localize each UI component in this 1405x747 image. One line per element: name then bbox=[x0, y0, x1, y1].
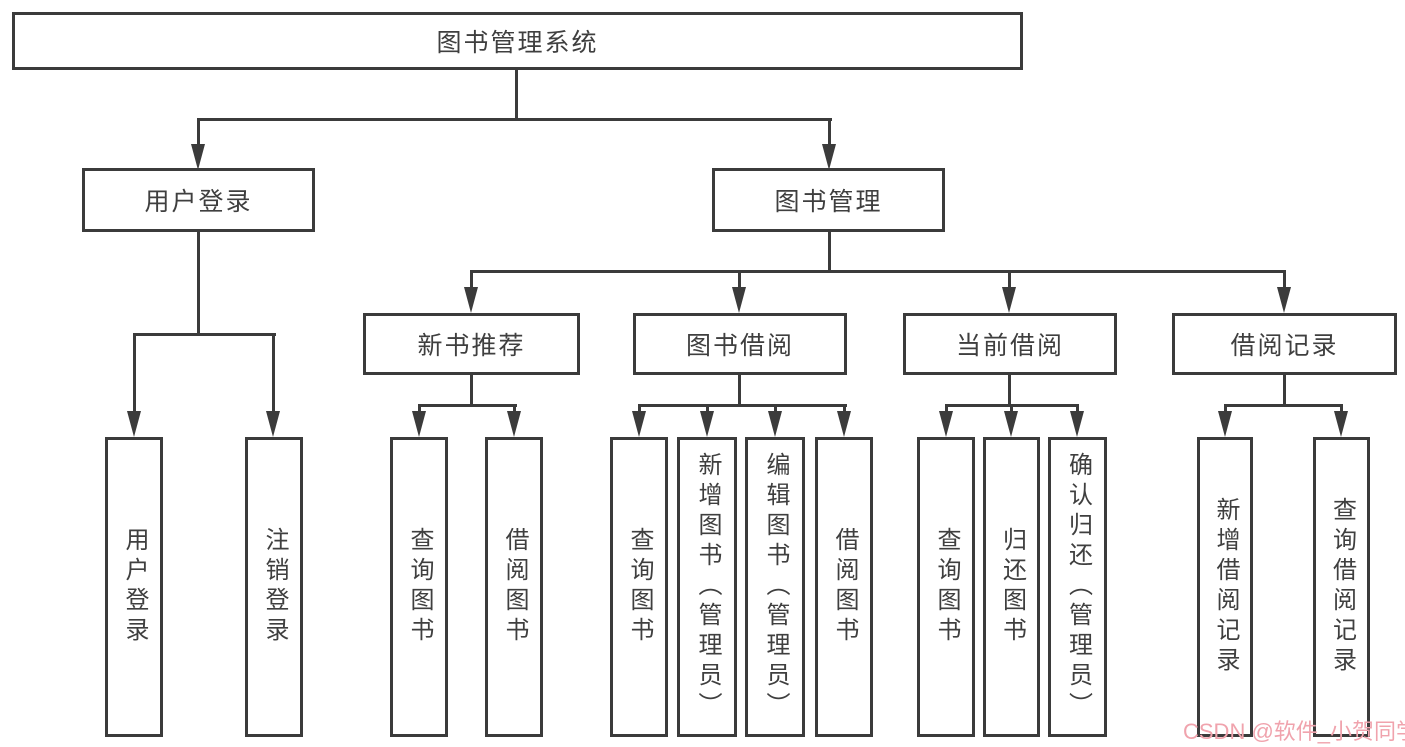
connector-line bbox=[1224, 404, 1343, 407]
leaf-return-books: 归还图书 bbox=[983, 437, 1040, 737]
leaf-query-books-current: 查询图书 bbox=[917, 437, 975, 737]
connector-line bbox=[272, 333, 275, 413]
arrow-down-icon bbox=[412, 411, 426, 437]
arrow-down-icon bbox=[1070, 411, 1084, 437]
connector-line bbox=[638, 404, 847, 407]
connector-line bbox=[133, 333, 276, 336]
arrow-down-icon bbox=[191, 144, 205, 170]
arrow-down-icon bbox=[1002, 287, 1016, 313]
connector-line bbox=[197, 118, 200, 148]
arrow-down-icon bbox=[1277, 287, 1291, 313]
leaf-query-books-borrowing-label: 查询图书 bbox=[626, 527, 653, 647]
connector-line bbox=[706, 404, 709, 416]
connector-line bbox=[197, 118, 832, 121]
leaf-edit-books-admin: 编辑图书（管理员） bbox=[745, 437, 805, 737]
leaf-query-books-current-label: 查询图书 bbox=[933, 527, 960, 647]
leaf-borrow-books-recommend: 借阅图书 bbox=[485, 437, 543, 737]
arrow-down-icon bbox=[837, 411, 851, 437]
connector-line bbox=[470, 270, 473, 292]
leaf-logout-label: 注销登录 bbox=[261, 527, 288, 647]
leaf-confirm-return-admin: 确认归还（管理员） bbox=[1048, 437, 1107, 737]
connector-line bbox=[513, 404, 516, 416]
connector-line bbox=[1340, 404, 1343, 416]
node-borrowing-records: 借阅记录 bbox=[1172, 313, 1397, 375]
arrow-down-icon bbox=[939, 411, 953, 437]
leaf-logout: 注销登录 bbox=[245, 437, 303, 737]
connector-line bbox=[515, 70, 518, 121]
connector-line bbox=[1008, 270, 1011, 292]
connector-line bbox=[1008, 375, 1011, 407]
node-new-book-recommend: 新书推荐 bbox=[363, 313, 580, 375]
arrow-down-icon bbox=[822, 144, 836, 170]
arrow-down-icon bbox=[632, 411, 646, 437]
connector-line bbox=[133, 333, 136, 413]
connector-line bbox=[828, 118, 831, 148]
leaf-add-books-admin-label: 新增图书（管理员） bbox=[694, 452, 721, 722]
node-book-management-label: 图书管理 bbox=[774, 188, 883, 216]
arrow-down-icon bbox=[507, 411, 521, 437]
node-new-book-recommend-label: 新书推荐 bbox=[417, 332, 526, 360]
connector-line bbox=[945, 404, 948, 416]
connector-line bbox=[418, 404, 517, 407]
leaf-query-books-recommend-label: 查询图书 bbox=[406, 527, 433, 647]
leaf-add-books-admin: 新增图书（管理员） bbox=[677, 437, 737, 737]
connector-line bbox=[470, 270, 1286, 273]
node-root-label: 图书管理系统 bbox=[436, 29, 599, 57]
leaf-add-borrow-record-label: 新增借阅记录 bbox=[1212, 497, 1239, 677]
connector-line bbox=[1224, 404, 1227, 416]
leaf-edit-books-admin-label: 编辑图书（管理员） bbox=[762, 452, 789, 722]
connector-line bbox=[1010, 404, 1013, 416]
connector-line bbox=[738, 375, 741, 407]
node-book-borrowing-label: 图书借阅 bbox=[685, 332, 794, 360]
connector-line bbox=[418, 404, 421, 416]
arrow-down-icon bbox=[700, 411, 714, 437]
watermark: CSDN @软件_小贺同学 bbox=[1183, 719, 1405, 744]
node-current-borrowing-label: 当前借阅 bbox=[955, 332, 1064, 360]
connector-line bbox=[843, 404, 846, 416]
leaf-return-books-label: 归还图书 bbox=[998, 527, 1026, 647]
arrow-down-icon bbox=[1334, 411, 1348, 437]
arrow-down-icon bbox=[768, 411, 782, 437]
node-borrowing-records-label: 借阅记录 bbox=[1230, 332, 1339, 360]
connector-line bbox=[774, 404, 777, 416]
leaf-user-login: 用户登录 bbox=[105, 437, 163, 737]
node-user-login-label: 用户登录 bbox=[144, 188, 253, 216]
leaf-query-borrow-record-label: 查询借阅记录 bbox=[1328, 497, 1356, 677]
arrow-down-icon bbox=[464, 287, 478, 313]
arrow-down-icon bbox=[1004, 411, 1018, 437]
node-user-login: 用户登录 bbox=[82, 168, 315, 232]
arrow-down-icon bbox=[732, 287, 746, 313]
leaf-borrow-books: 借阅图书 bbox=[815, 437, 873, 737]
arrow-down-icon bbox=[266, 411, 280, 437]
leaf-user-login-label: 用户登录 bbox=[121, 527, 148, 647]
connector-line bbox=[738, 270, 741, 292]
node-root: 图书管理系统 bbox=[12, 12, 1023, 70]
arrow-down-icon bbox=[127, 411, 141, 437]
connector-line bbox=[197, 232, 200, 336]
leaf-query-books-borrowing: 查询图书 bbox=[610, 437, 668, 737]
arrow-down-icon bbox=[1218, 411, 1232, 437]
connector-line bbox=[1076, 404, 1079, 416]
connector-line bbox=[1283, 375, 1286, 407]
leaf-query-borrow-record: 查询借阅记录 bbox=[1313, 437, 1370, 737]
node-book-management: 图书管理 bbox=[712, 168, 945, 232]
connector-line bbox=[1283, 270, 1286, 292]
leaf-add-borrow-record: 新增借阅记录 bbox=[1197, 437, 1253, 737]
leaf-borrow-books-recommend-label: 借阅图书 bbox=[501, 527, 528, 647]
node-current-borrowing: 当前借阅 bbox=[903, 313, 1117, 375]
connector-line bbox=[828, 232, 831, 273]
connector-line bbox=[638, 404, 641, 416]
leaf-query-books-recommend: 查询图书 bbox=[390, 437, 448, 737]
node-book-borrowing: 图书借阅 bbox=[633, 313, 847, 375]
connector-line bbox=[470, 375, 473, 407]
leaf-confirm-return-admin-label: 确认归还（管理员） bbox=[1064, 452, 1092, 722]
leaf-borrow-books-label: 借阅图书 bbox=[831, 527, 858, 647]
